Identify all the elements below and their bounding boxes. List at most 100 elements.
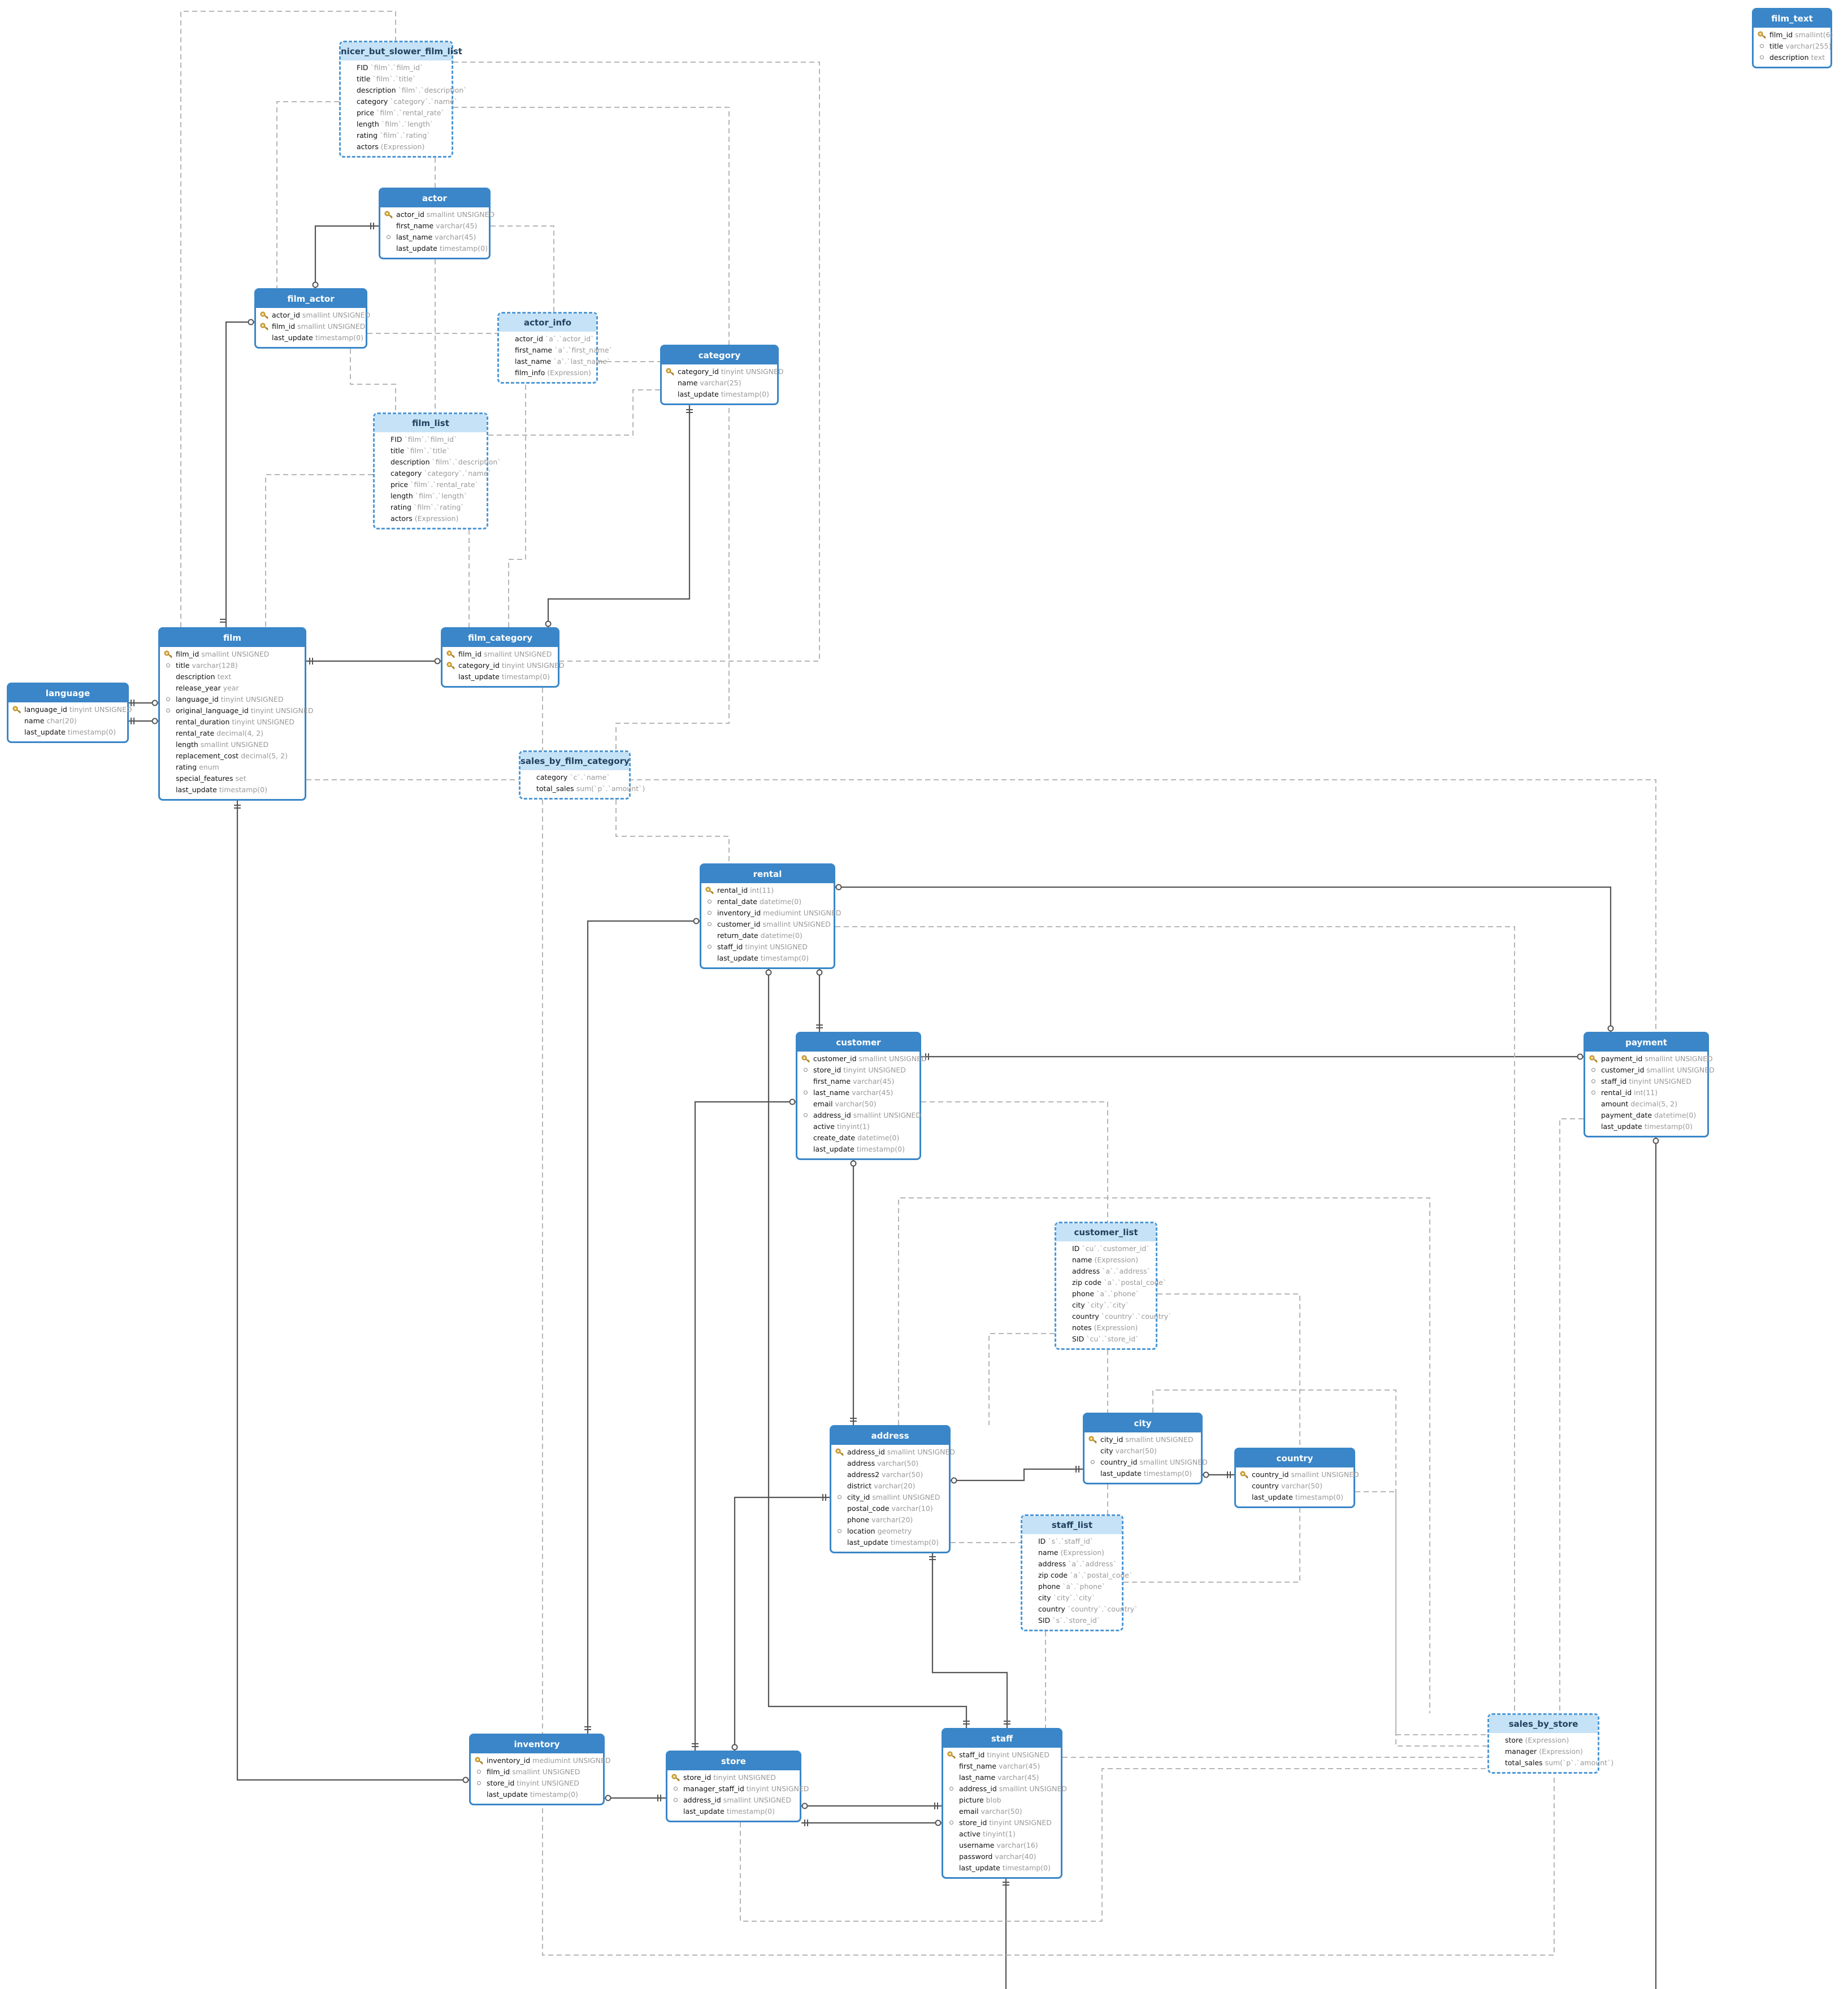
column-row[interactable]: description`film`.`description` xyxy=(341,85,467,96)
column-row[interactable]: category`category`.`name` xyxy=(341,96,458,107)
column-row[interactable]: zip code`a`.`postal_code` xyxy=(1056,1277,1166,1288)
column-row[interactable]: ID`s`.`staff_id` xyxy=(1022,1536,1122,1547)
column-row[interactable]: zip code`a`.`postal_code` xyxy=(1022,1570,1133,1581)
column-row[interactable]: category`c`.`name` xyxy=(520,772,629,783)
column-row[interactable]: length`film`.`length` xyxy=(341,119,452,130)
column-row[interactable]: address`a`.`address` xyxy=(1056,1266,1156,1277)
column-row[interactable]: city`city`.`city` xyxy=(1056,1300,1156,1311)
column-row[interactable]: price`film`.`rental_rate` xyxy=(375,479,487,490)
column-row[interactable]: length`film`.`length` xyxy=(375,490,487,502)
column-row[interactable]: manager(Expression) xyxy=(1489,1746,1598,1757)
column-row[interactable]: last_name`a`.`last_name` xyxy=(499,356,610,367)
column-row[interactable]: actors(Expression) xyxy=(375,513,487,524)
column-row[interactable]: film_info(Expression) xyxy=(499,367,596,379)
column-row[interactable]: actors(Expression) xyxy=(341,141,452,153)
column-row[interactable]: name(Expression) xyxy=(1056,1254,1156,1266)
column-row[interactable]: FID`film`.`film_id` xyxy=(375,434,487,445)
column-row[interactable]: SID`s`.`store_id` xyxy=(1022,1615,1122,1626)
column-row[interactable]: title`film`.`title` xyxy=(341,73,452,85)
column-row[interactable]: rating`film`.`rating` xyxy=(375,502,487,513)
column-row[interactable]: rating`film`.`rating` xyxy=(341,130,452,141)
column-row[interactable]: title`film`.`title` xyxy=(375,445,487,457)
column-row[interactable]: country`country`.`country` xyxy=(1022,1604,1138,1615)
column-row[interactable]: store(Expression) xyxy=(1489,1735,1598,1746)
column-row[interactable]: category`category`.`name` xyxy=(375,468,492,479)
column-row[interactable]: FID`film`.`film_id` xyxy=(341,62,452,73)
